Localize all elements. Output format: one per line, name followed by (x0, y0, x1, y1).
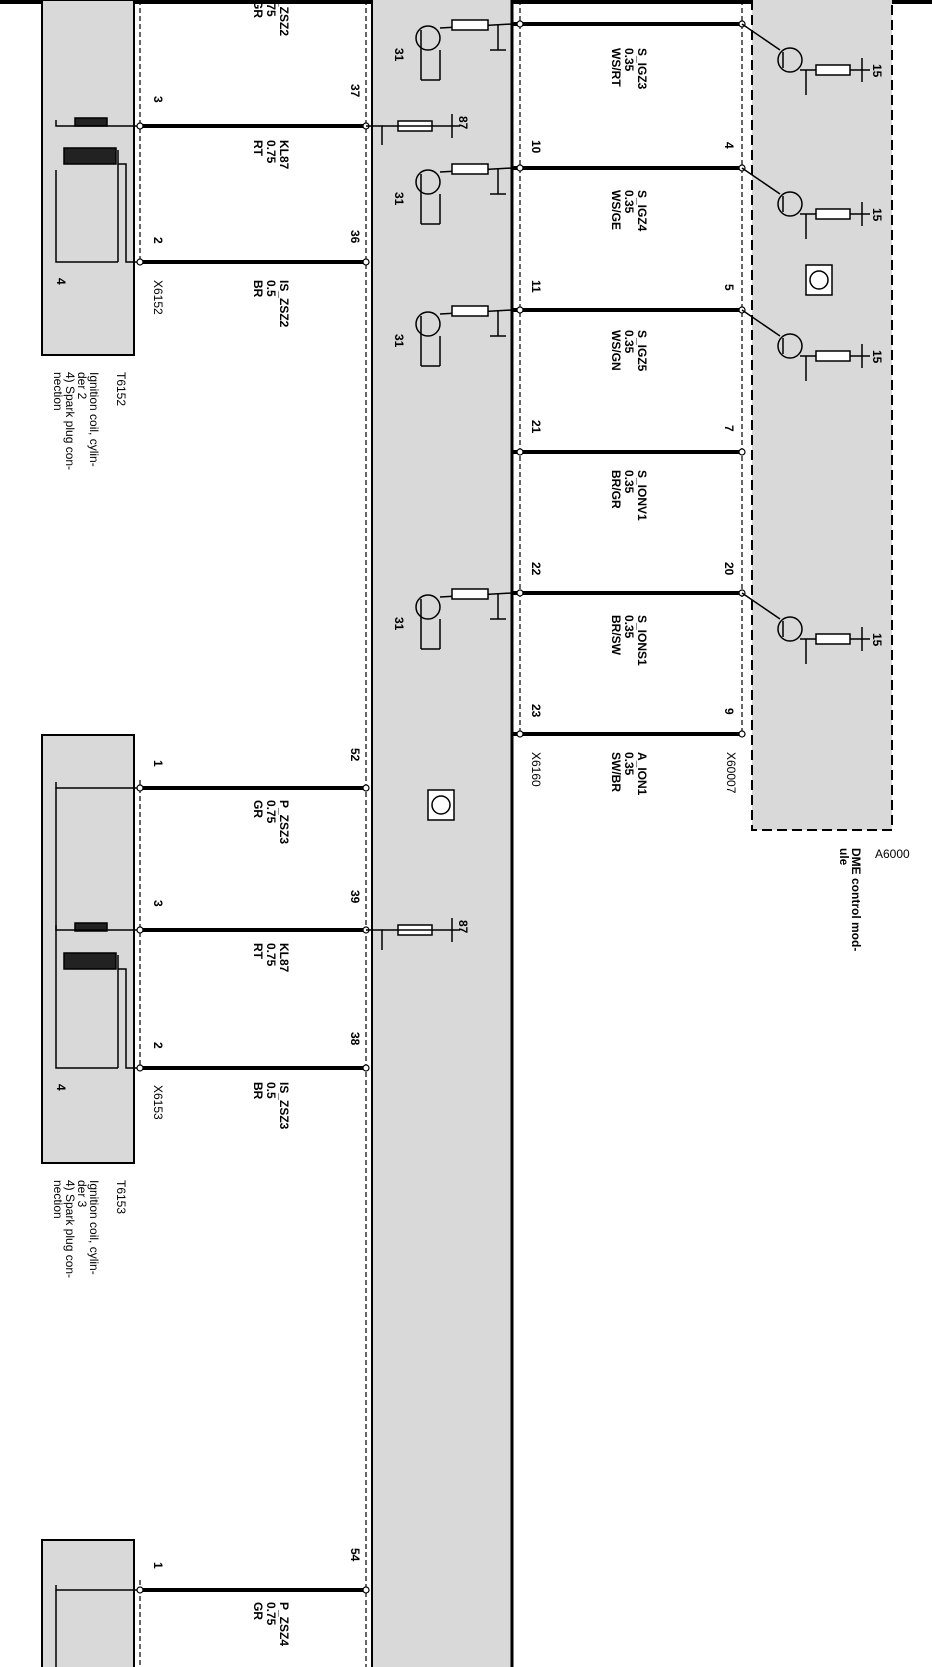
pin-label: 2 (151, 237, 165, 244)
coil-boxes (41, 0, 135, 1667)
pin-label: 5 (722, 284, 736, 291)
dme-body (372, 0, 512, 1667)
pin-label: 3 (151, 96, 165, 103)
connector-x6153: X6153 (151, 1085, 165, 1120)
component-id: T6152 (114, 372, 128, 407)
module-name: DME control mod- ule (837, 848, 863, 952)
terminal-87: 87 (456, 116, 470, 130)
component-id: T6153 (114, 1180, 128, 1215)
module-symbol-icon (427, 264, 833, 821)
pin-label: 2 (151, 1042, 165, 1049)
terminal-87: 87 (456, 920, 470, 934)
ground-31: 31 (392, 192, 406, 206)
a6000-box (752, 0, 892, 830)
pin-label: 39 (348, 890, 362, 904)
ground-31: 31 (392, 48, 406, 62)
terminal-15: 15 (870, 208, 884, 222)
pin-label: 22 (529, 562, 543, 576)
connector-x6152: X6152 (151, 280, 165, 315)
pin-label: 23 (529, 704, 543, 718)
coil-pin-4: 4 (54, 1084, 68, 1091)
pin-label: 54 (348, 1548, 362, 1562)
coil-pin-4: 4 (54, 278, 68, 285)
terminal-15: 15 (870, 633, 884, 647)
pin-label: 1 (151, 760, 165, 767)
connector-x6160: X6160 (529, 752, 543, 787)
pin-label: 4 (722, 142, 736, 149)
pin-label: 52 (348, 748, 362, 762)
pin-label: 20 (722, 562, 736, 576)
component-desc: Ignition coil, cylin- der 2 4) Spark plu… (51, 372, 101, 471)
terminal-15: 15 (870, 350, 884, 364)
pin-label: 1 (151, 1562, 165, 1569)
connector-x60007: X60007 (724, 752, 738, 794)
pin-label: 38 (348, 1032, 362, 1046)
ground-31: 31 (392, 617, 406, 631)
pin-label: 36 (348, 230, 362, 244)
component-desc: Ignition coil, cylin- der 3 4) Spark plu… (51, 1180, 101, 1279)
pin-label: 3 (151, 900, 165, 907)
pin-label: 21 (529, 420, 543, 434)
pin-label: 9 (722, 708, 736, 715)
pin-label: 7 (722, 425, 736, 432)
pin-label: 10 (529, 140, 543, 154)
terminal-15: 15 (870, 64, 884, 78)
ground-31: 31 (392, 334, 406, 348)
module-id: A6000 (875, 847, 910, 861)
pin-label: 37 (348, 84, 362, 98)
pin-label: 11 (529, 280, 543, 293)
